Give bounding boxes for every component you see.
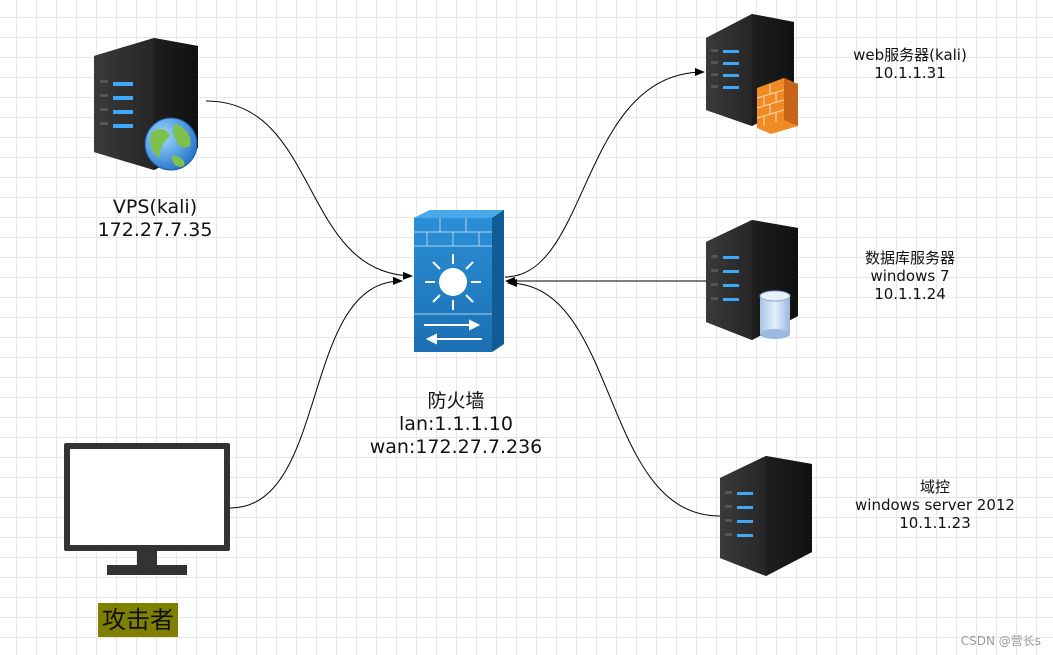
firewall-icon — [414, 210, 504, 352]
globe-icon — [144, 117, 198, 171]
edge-attacker-firewall — [229, 276, 403, 509]
db-server-ip: 10.1.1.24 — [874, 285, 946, 303]
db-server-os: windows 7 — [870, 267, 950, 285]
firewall-name: 防火墙 — [427, 390, 485, 412]
domain-controller-ip: 10.1.1.23 — [899, 514, 971, 532]
vps-ip: 172.27.7.35 — [97, 218, 213, 241]
firewall-wan: wan:172.27.7.236 — [369, 435, 543, 458]
edge-firewall-web — [504, 68, 705, 278]
monitor-icon — [64, 443, 230, 575]
web-server-label: web服务器(kali) 10.1.1.31 — [830, 46, 990, 82]
attacker-label: 攻击者 — [98, 603, 178, 637]
firewall-label: 防火墙 lan:1.1.1.10 wan:172.27.7.236 — [346, 390, 566, 458]
db-server-label: 数据库服务器 windows 7 10.1.1.24 — [830, 249, 990, 303]
domain-controller-os: windows server 2012 — [855, 496, 1015, 514]
domain-controller-label: 域控 windows server 2012 10.1.1.23 — [840, 478, 1030, 532]
web-server-name: web服务器(kali) — [853, 46, 967, 64]
vps-label: VPS(kali) 172.27.7.35 — [70, 196, 240, 242]
edge-dc-firewall — [507, 279, 721, 517]
watermark: CSDN @营长s — [960, 634, 1041, 648]
web-server-ip: 10.1.1.31 — [874, 64, 946, 82]
db-server-name: 数据库服务器 — [864, 249, 955, 267]
edge-vps-firewall — [205, 100, 413, 280]
vps-name: VPS(kali) — [112, 196, 198, 218]
brick-wall-icon — [756, 78, 798, 134]
edges — [205, 68, 721, 517]
domain-controller-name: 域控 — [919, 478, 950, 496]
database-cylinder-icon — [759, 290, 791, 339]
firewall-lan: lan:1.1.1.10 — [399, 412, 513, 435]
domain-controller-server-icon — [720, 456, 812, 576]
